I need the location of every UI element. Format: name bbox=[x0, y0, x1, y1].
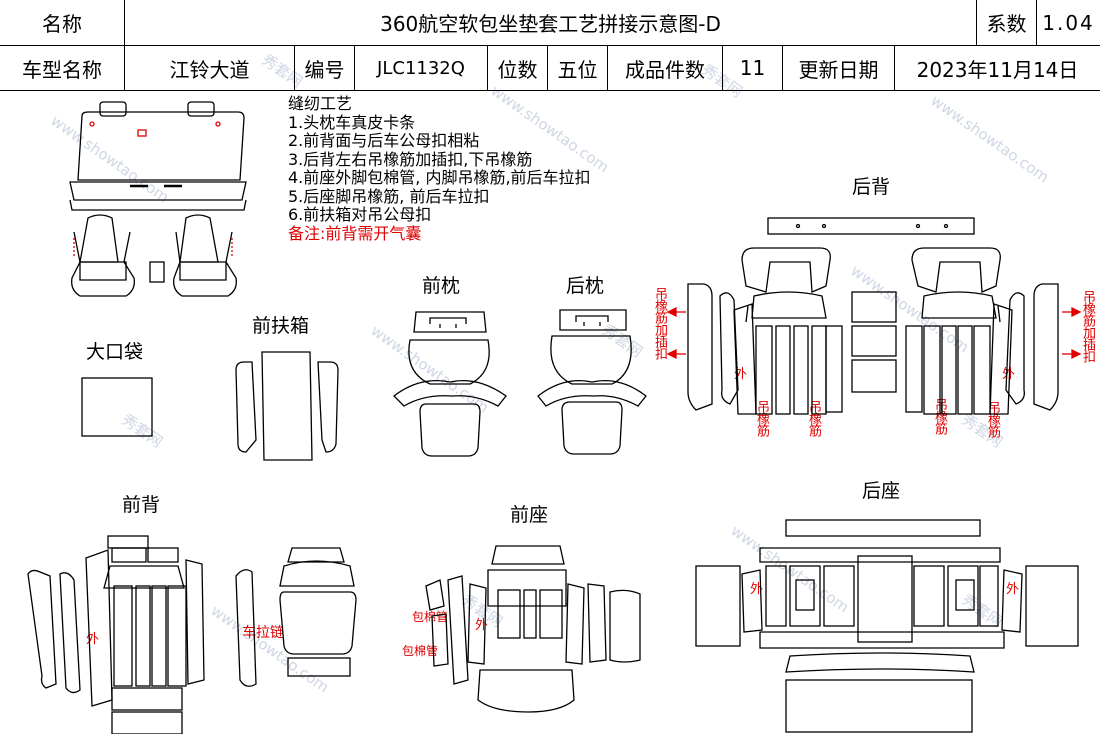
header-table: 名称 360航空软包坐垫套工艺拼接示意图-D 系数 1.04 车型名称 江铃大道… bbox=[0, 0, 1100, 91]
label-rear-seat: 后座 bbox=[862, 480, 901, 502]
annotation-outer: 外 bbox=[1006, 582, 1020, 597]
label-front-seat: 前座 bbox=[510, 504, 549, 526]
date-label: 更新日期 bbox=[798, 57, 879, 82]
front-back-pieces bbox=[27, 535, 357, 734]
label-front-back: 前背 bbox=[122, 494, 161, 516]
code-label-cell: 编号 bbox=[295, 45, 355, 90]
pieces-value: 11 bbox=[739, 56, 766, 80]
model-label: 车型名称 bbox=[22, 57, 102, 82]
coef-value-cell: 1.04 bbox=[1037, 0, 1100, 45]
note-item: 5.后座脚吊橡筋, 前后车拉扣 bbox=[288, 186, 490, 206]
rear-back-pieces bbox=[666, 217, 1082, 415]
label-front-armrest: 前扶箱 bbox=[252, 315, 310, 337]
sewing-notes: 缝纫工艺 1.头枕车真皮卡条 2.前背面与后车公母扣相粘 3.后背左右吊橡筋加插… bbox=[288, 94, 591, 243]
coef-label-cell: 系数 bbox=[977, 0, 1037, 45]
title-cell: 360航空软包坐垫套工艺拼接示意图-D bbox=[125, 0, 977, 45]
name-label-cell: 名称 bbox=[0, 0, 125, 45]
annotation-hang-elastic: 吊橡筋 bbox=[806, 400, 821, 436]
label-rear-headrest: 后枕 bbox=[566, 275, 605, 297]
front-seat-pieces bbox=[425, 545, 641, 713]
note-item: 3.后背左右吊橡筋加插扣,下吊橡筋 bbox=[288, 149, 533, 169]
note-item: 1.头枕车真皮卡条 bbox=[288, 112, 416, 132]
code-value-cell: JLC1132Q bbox=[355, 45, 488, 90]
date-value-cell: 2023年11月14日 bbox=[895, 45, 1100, 90]
name-label: 名称 bbox=[42, 12, 82, 36]
page-title: 360航空软包坐垫套工艺拼接示意图-D bbox=[380, 12, 721, 36]
seat-thumbnail bbox=[69, 101, 247, 297]
code-value: JLC1132Q bbox=[377, 57, 465, 79]
pieces-value-cell: 11 bbox=[723, 45, 783, 90]
rear-headrest-pieces bbox=[537, 309, 647, 455]
date-value: 2023年11月14日 bbox=[916, 57, 1079, 82]
seats-value: 五位 bbox=[557, 57, 598, 82]
date-label-cell: 更新日期 bbox=[783, 45, 895, 90]
annotation-hang-elastic: 吊橡筋 bbox=[985, 401, 1000, 437]
annotation-cotton-tube: 包棉管 bbox=[412, 610, 449, 624]
note-item: 2.前背面与后车公母扣相粘 bbox=[288, 131, 480, 150]
annotation-outer: 外 bbox=[1002, 367, 1016, 382]
note-item: 4.前座外脚包棉管, 内脚吊橡筋,前后车拉扣 bbox=[288, 168, 591, 187]
annotation-hang-elastic: 吊橡筋 bbox=[754, 400, 769, 436]
arrow-icon bbox=[666, 306, 1082, 360]
code-label: 编号 bbox=[304, 57, 345, 82]
rear-seat-pieces bbox=[695, 519, 1079, 733]
model-label-cell: 车型名称 bbox=[0, 45, 125, 90]
seats-value-cell: 五位 bbox=[548, 45, 608, 90]
label-front-headrest: 前枕 bbox=[422, 275, 461, 297]
pieces-label: 成品件数 bbox=[625, 57, 705, 82]
annotation-zipper: 车拉链 bbox=[242, 625, 284, 641]
annotation-hang-elastic: 吊橡筋 bbox=[932, 398, 947, 434]
seats-label-cell: 位数 bbox=[488, 45, 548, 90]
pattern-drawing bbox=[27, 101, 1082, 734]
annotation-cotton-tube: 包棉管 bbox=[402, 644, 439, 658]
annotation-hang-elastic-buckle-left: 吊橡筋加插扣 bbox=[652, 287, 667, 359]
pieces-label-cell: 成品件数 bbox=[608, 45, 723, 90]
label-rear-back: 后背 bbox=[852, 176, 891, 198]
big-pocket-piece bbox=[81, 377, 153, 437]
notes-title: 缝纫工艺 bbox=[288, 94, 353, 113]
notes-remark: 备注:前背需开气囊 bbox=[288, 223, 422, 243]
label-big-pocket: 大口袋 bbox=[86, 341, 144, 363]
coef-label: 系数 bbox=[986, 12, 1027, 36]
note-item: 6.前扶箱对吊公母扣 bbox=[288, 205, 432, 224]
annotation-hang-elastic-buckle-right: 吊橡筋加插扣 bbox=[1080, 290, 1095, 362]
front-armrest-pieces bbox=[235, 351, 339, 461]
model-value-cell: 江铃大道 bbox=[125, 45, 295, 90]
model-value: 江铃大道 bbox=[169, 57, 250, 82]
seats-label: 位数 bbox=[497, 57, 538, 82]
annotation-outer: 外 bbox=[750, 582, 764, 597]
coef-value: 1.04 bbox=[1042, 10, 1095, 35]
front-headrest-pieces bbox=[393, 311, 507, 457]
